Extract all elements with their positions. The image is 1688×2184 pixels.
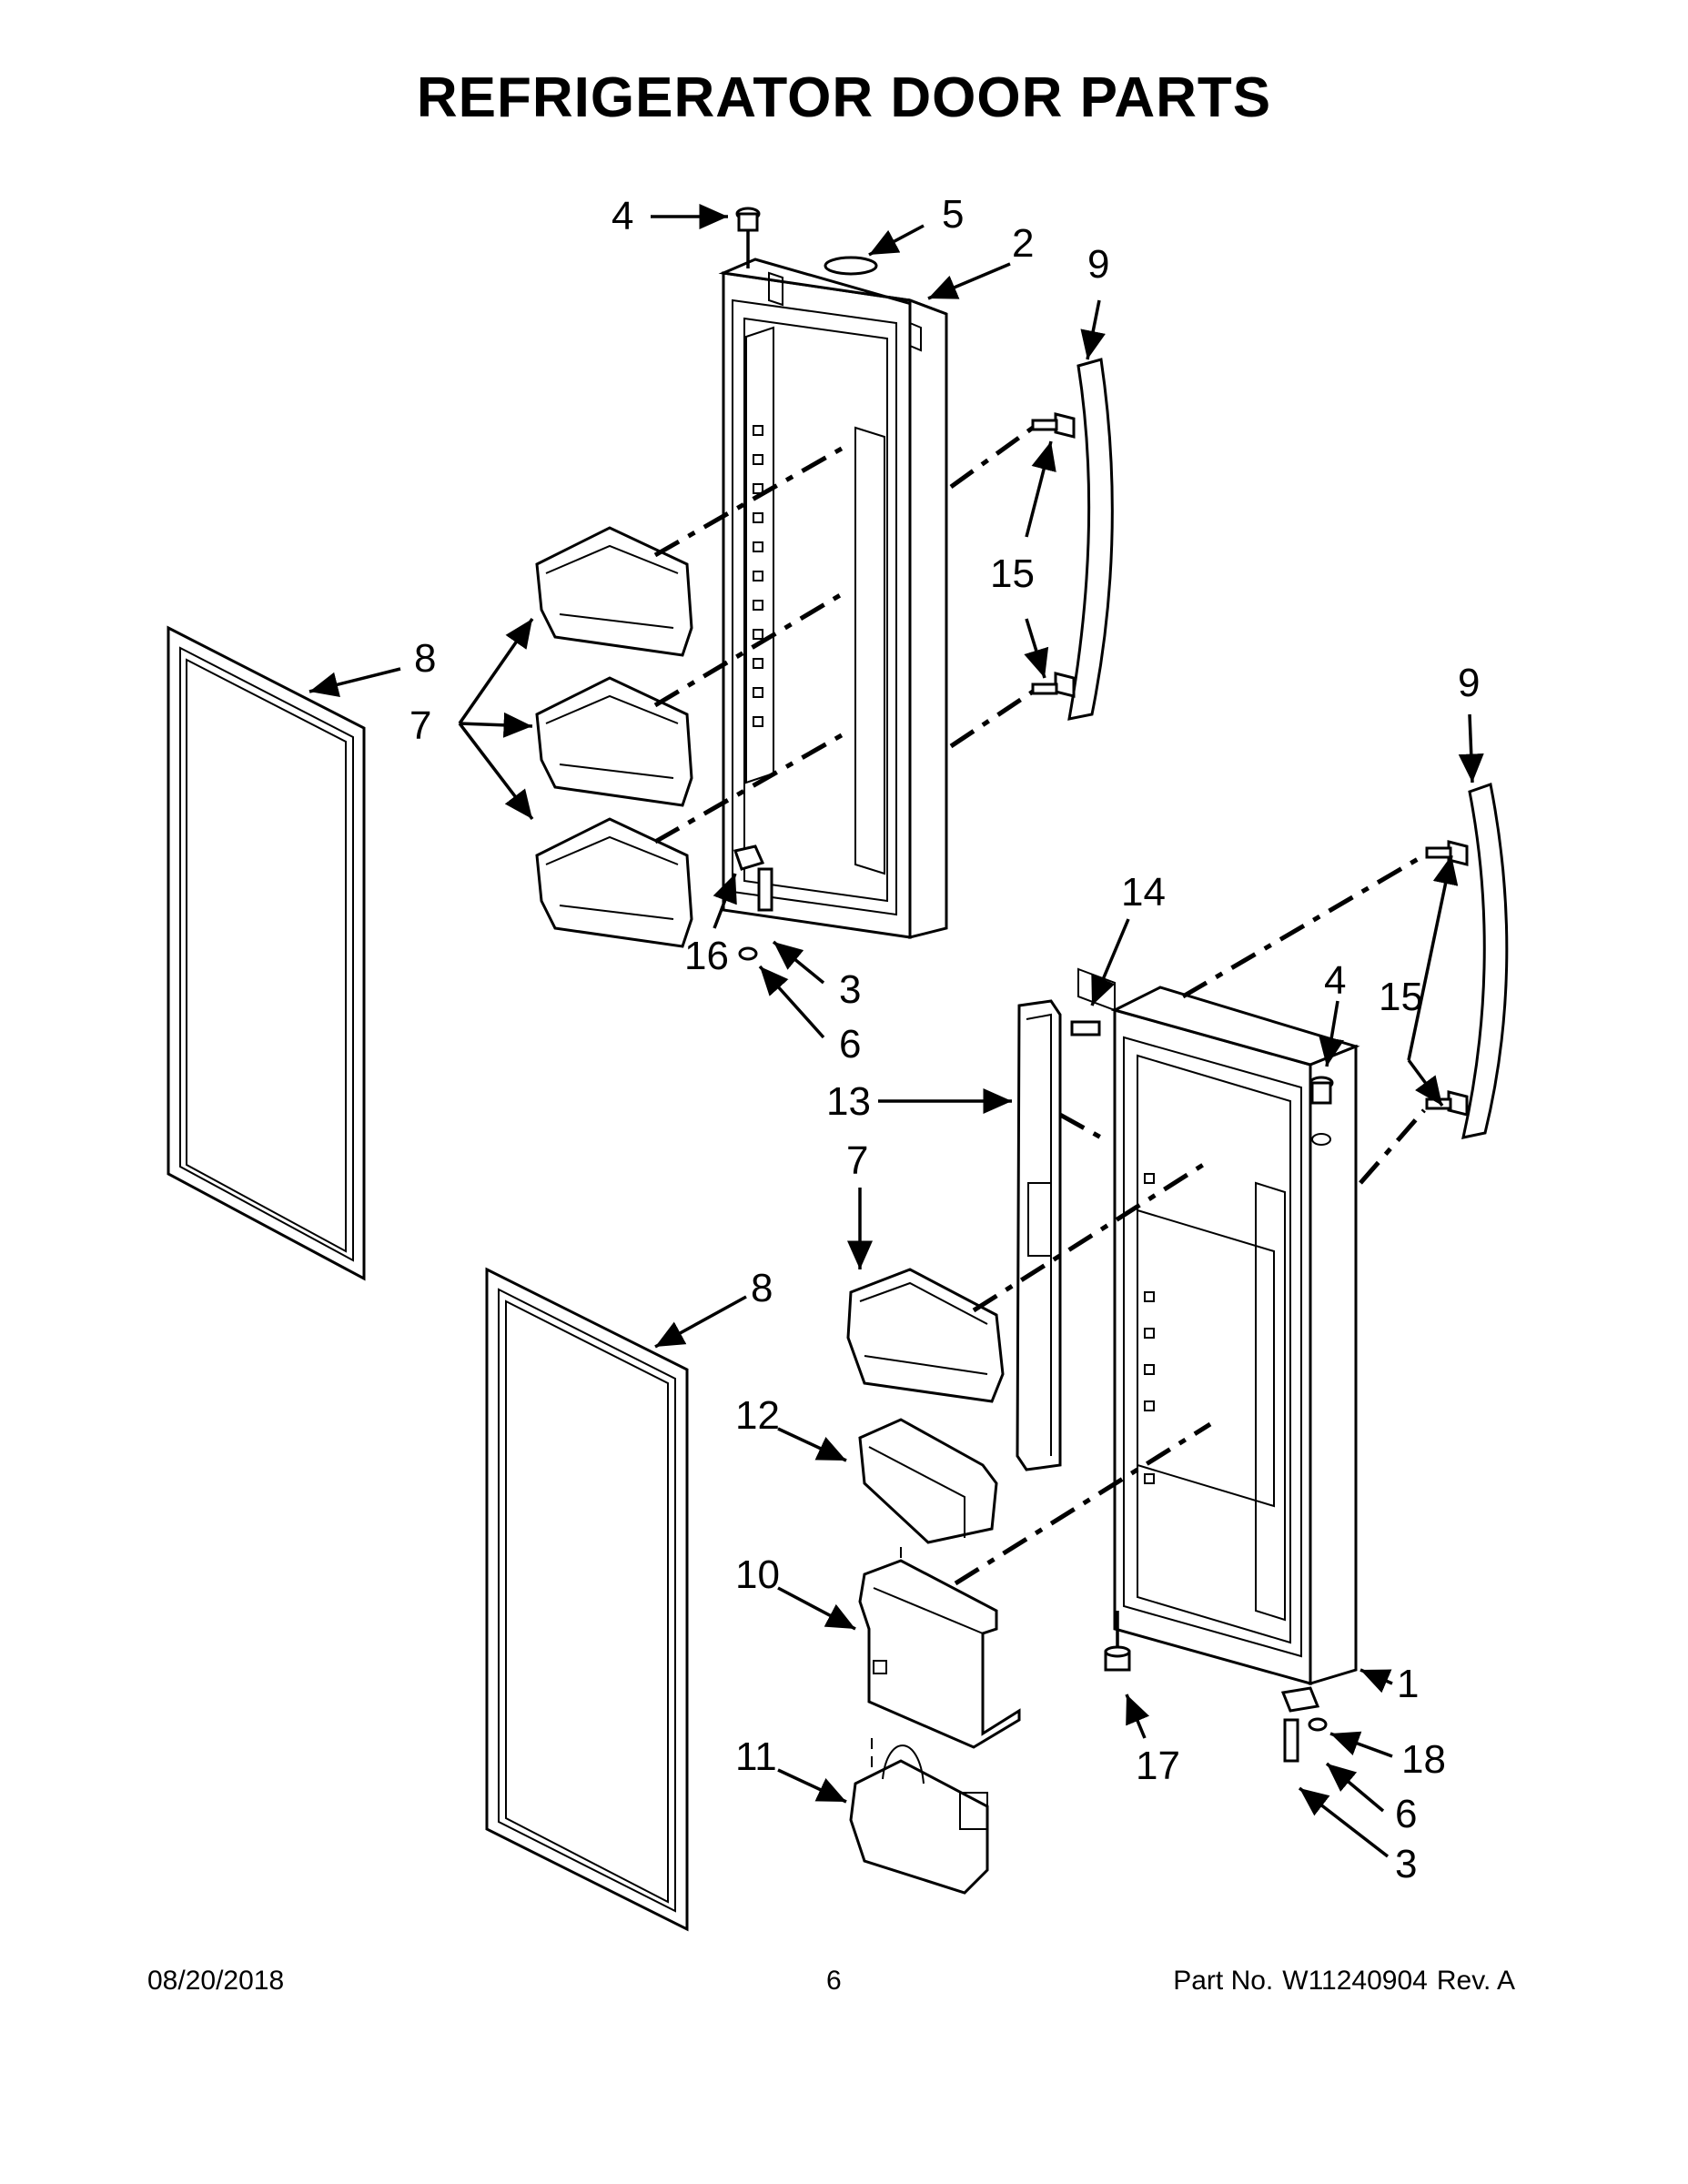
- mullion-part-13: [1016, 999, 1103, 1471]
- leader-lines: [308, 204, 1484, 1858]
- callout-15-right: 15: [1379, 975, 1423, 1019]
- upper-door-bottom-hinge: [733, 844, 773, 961]
- lower-door-part-1: [1077, 967, 1360, 1686]
- page-title: REFRIGERATOR DOOR PARTS: [416, 66, 1272, 129]
- bracket-part-10: [858, 1559, 1021, 1749]
- footer-date: 08/20/2018: [147, 1966, 285, 1996]
- door-gasket-lower: [485, 1267, 689, 1932]
- callout-3-right: 3: [1395, 1842, 1417, 1886]
- callout-9-top: 9: [1087, 242, 1109, 287]
- callout-2: 2: [1012, 221, 1034, 266]
- footer-revision: Rev. A: [1436, 1966, 1515, 1996]
- callout-7-left: 7: [409, 703, 431, 748]
- upper-door-bins: [535, 526, 693, 948]
- callout-8-bottom: 8: [751, 1266, 773, 1310]
- upper-door-part-2: [718, 258, 948, 939]
- hinge-pin-top: [735, 207, 761, 268]
- callout-18: 18: [1401, 1737, 1446, 1782]
- footer-page-number: 6: [826, 1966, 842, 1996]
- callout-13: 13: [826, 1079, 871, 1124]
- door-stop-part-17: [1104, 1611, 1131, 1672]
- callout-15-top: 15: [990, 551, 1035, 596]
- callout-14: 14: [1121, 870, 1166, 915]
- dispenser-cup-part-12: [858, 1418, 998, 1544]
- callout-3-left: 3: [839, 967, 861, 1012]
- lower-door-bottom-hinge: [1280, 1686, 1328, 1763]
- callout-12: 12: [735, 1393, 780, 1438]
- callout-5: 5: [942, 192, 964, 237]
- callout-10: 10: [735, 1552, 780, 1597]
- callout-16: 16: [684, 934, 729, 978]
- callout-4-top: 4: [612, 194, 633, 238]
- callout-6-left: 6: [839, 1022, 861, 1067]
- bin-part-11: [849, 1744, 989, 1895]
- lower-door-bin: [846, 1268, 1005, 1403]
- hinge-pin-right: [1309, 1076, 1334, 1105]
- callout-7-right: 7: [846, 1138, 868, 1183]
- callout-1: 1: [1397, 1662, 1419, 1706]
- footer-part-info: Part No. W11240904 Rev. A: [1164, 1966, 1515, 1997]
- callout-11: 11: [735, 1734, 777, 1779]
- callout-labels: 4 5 2 9 15 8 7 16 3 6 14 9 4 15 13 7 8 1…: [409, 192, 1480, 1886]
- lower-door-handle: [1425, 783, 1509, 1139]
- hinge-cap: [824, 256, 878, 276]
- callout-17: 17: [1136, 1744, 1180, 1788]
- footer-part-label: Part No.: [1173, 1966, 1274, 1996]
- callout-4-right: 4: [1324, 958, 1346, 1003]
- door-gasket-upper: [167, 625, 366, 1281]
- callout-6-right: 6: [1395, 1792, 1417, 1836]
- footer-part-number: W11240904: [1282, 1966, 1428, 1996]
- callout-8-top: 8: [414, 636, 436, 681]
- upper-door-handle: [1031, 358, 1114, 721]
- callout-9-right: 9: [1458, 661, 1480, 705]
